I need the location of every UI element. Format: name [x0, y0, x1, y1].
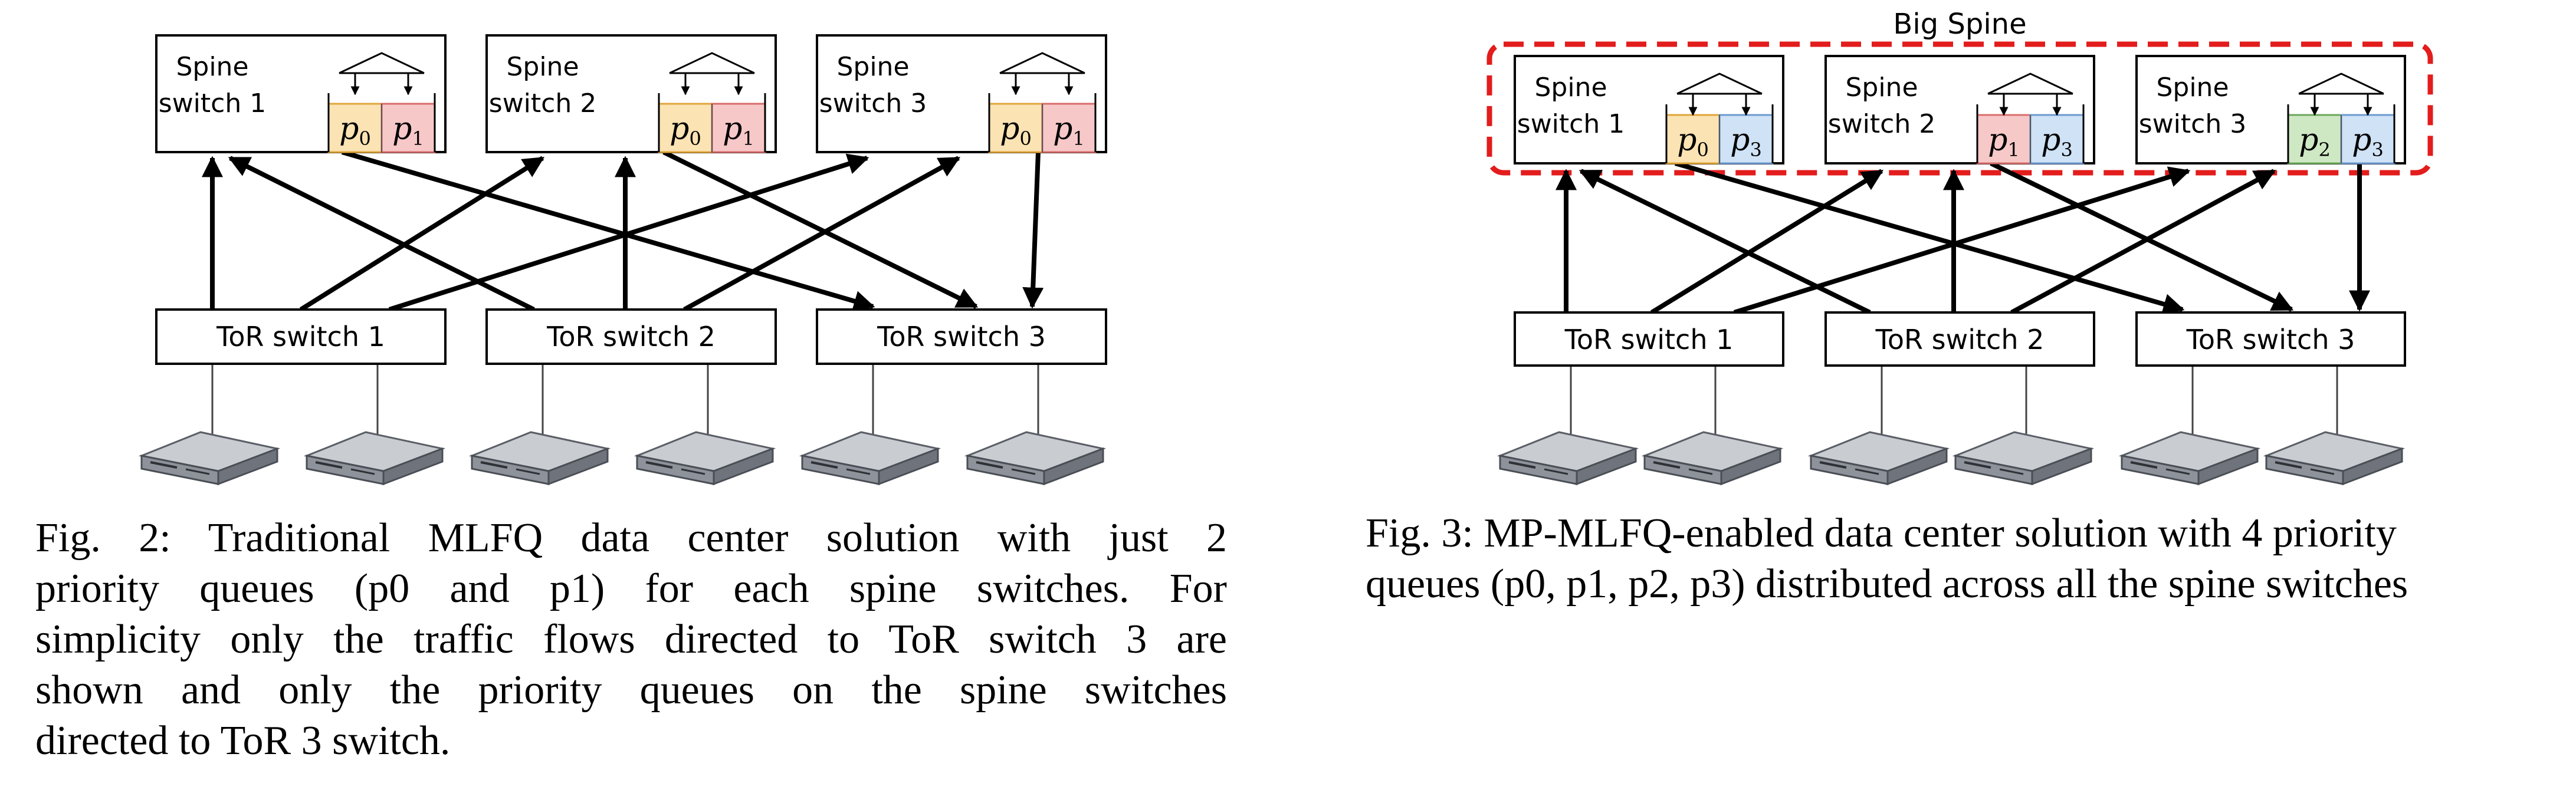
queue-cell — [1041, 103, 1097, 153]
spine-label-line2: switch 1 — [159, 88, 266, 119]
queue-label: p1 — [1053, 111, 1085, 150]
spine-label-line2: switch 2 — [489, 88, 596, 119]
spine-label-line1: Spine — [1534, 73, 1607, 103]
scheduler-triangle — [339, 52, 425, 74]
tor-label: ToR switch 3 — [877, 321, 1046, 353]
queue-index: 0 — [359, 127, 370, 150]
tor-box — [2135, 311, 2406, 367]
queue-cell — [380, 103, 436, 153]
server-icon — [2263, 431, 2406, 486]
queue-cell — [658, 103, 713, 153]
flow-arrow — [341, 150, 875, 312]
scheduler-triangle — [2298, 73, 2384, 95]
queue-cell — [711, 103, 766, 153]
server-icon — [2118, 431, 2261, 486]
tor-box — [1824, 311, 2095, 367]
queue-index: 1 — [2007, 139, 2019, 161]
tor-switch-1: ToR switch 1 — [1514, 311, 1784, 367]
tor-box — [816, 308, 1107, 365]
flow-arrow — [1022, 152, 1044, 309]
tor-switch-2: ToR switch 2 — [485, 308, 777, 365]
queue-index: 3 — [2060, 139, 2072, 161]
flow-arrow — [2010, 169, 2276, 315]
flow-arrow — [1650, 169, 1884, 315]
caption-line: directed to ToR 3 switch. — [35, 718, 451, 763]
server-icon — [1497, 431, 1639, 486]
scheduler-triangle — [999, 52, 1085, 74]
caption-line: Fig. 3: MP-MLFQ-enabled data center solu… — [1366, 511, 2397, 556]
tor-switch-2: ToR switch 2 — [1824, 311, 2095, 367]
queue-index: 0 — [1019, 127, 1031, 150]
queue-label: p3 — [2041, 123, 2073, 161]
server-icon — [303, 431, 446, 486]
scheduler-triangle — [1987, 73, 2073, 95]
server-icon — [138, 431, 281, 486]
flow-arrow — [1674, 161, 2185, 315]
queue-cell — [2287, 114, 2342, 164]
server-icon — [1952, 431, 2095, 486]
caption-line: simplicity only the traffic flows direct… — [35, 617, 1227, 662]
spine-label-line1: Spine — [836, 52, 909, 82]
tor-box — [155, 308, 447, 365]
tor-switch-3: ToR switch 3 — [816, 308, 1107, 365]
server-icon — [634, 431, 776, 486]
flow-arrow — [1990, 161, 2294, 312]
flow-arrow — [1579, 169, 1871, 315]
queue-index: 0 — [1696, 139, 1708, 161]
queue-index: 1 — [742, 127, 754, 150]
flow-arrow — [1733, 166, 2191, 315]
server-icon — [964, 431, 1107, 486]
figure-2-caption: Fig. 2: Traditional MLFQ data center sol… — [35, 513, 1227, 766]
spine-label-line2: switch 1 — [1517, 109, 1625, 139]
server-icon — [1807, 431, 1950, 486]
tor-switch-1: ToR switch 1 — [155, 308, 447, 365]
tor-label: ToR switch 2 — [546, 321, 716, 353]
tor-label: ToR switch 3 — [2186, 324, 2355, 356]
caption-line: Fig. 2: Traditional MLFQ data center sol… — [35, 515, 1227, 561]
tor-label: ToR switch 1 — [216, 321, 385, 353]
tor-label: ToR switch 1 — [1564, 324, 1734, 356]
flow-arrow — [662, 150, 979, 309]
caption-line: queues (p0, p1, p2, p3) distributed acro… — [1366, 561, 2408, 607]
scheduler-triangle — [669, 52, 755, 74]
tor-box — [1514, 311, 1784, 367]
caption-line: priority queues (p0 and p1) for each spi… — [35, 566, 1227, 611]
spine-label-line1: Spine — [1845, 73, 1918, 103]
flow-arrow — [228, 156, 535, 312]
queue-index: 3 — [2371, 139, 2383, 161]
server-icon — [468, 431, 611, 486]
flow-arrow — [299, 156, 545, 312]
tor-label: ToR switch 2 — [1875, 324, 2045, 356]
tor-box — [485, 308, 777, 365]
spine-label-line2: switch 3 — [2139, 109, 2246, 139]
caption-line: shown and only the priority queues on th… — [35, 667, 1227, 713]
tor-switch-3: ToR switch 3 — [2135, 311, 2406, 367]
figure-3-caption: Fig. 3: MP-MLFQ-enabled data center solu… — [1366, 508, 2569, 610]
queue-index: 2 — [2318, 139, 2330, 161]
spine-label-line1: Spine — [2156, 73, 2229, 103]
flow-arrow — [683, 156, 961, 312]
queue-cell — [2029, 114, 2085, 164]
big-spine-label: Big Spine — [1893, 8, 2026, 41]
queue-index: 3 — [1750, 139, 1761, 161]
queue-index: 1 — [1072, 127, 1084, 150]
spine-label-line1: Spine — [176, 52, 248, 82]
queue-index: 0 — [689, 127, 701, 150]
spine-label-line1: Spine — [506, 52, 579, 82]
server-icon — [799, 431, 941, 486]
scheduler-triangle — [1676, 73, 1763, 95]
spine-label-line2: switch 3 — [819, 88, 927, 119]
queue-cell — [327, 103, 383, 153]
server-icon — [1641, 431, 1784, 486]
queue-index: 1 — [412, 127, 424, 150]
spine-label-line2: switch 2 — [1828, 109, 1935, 139]
